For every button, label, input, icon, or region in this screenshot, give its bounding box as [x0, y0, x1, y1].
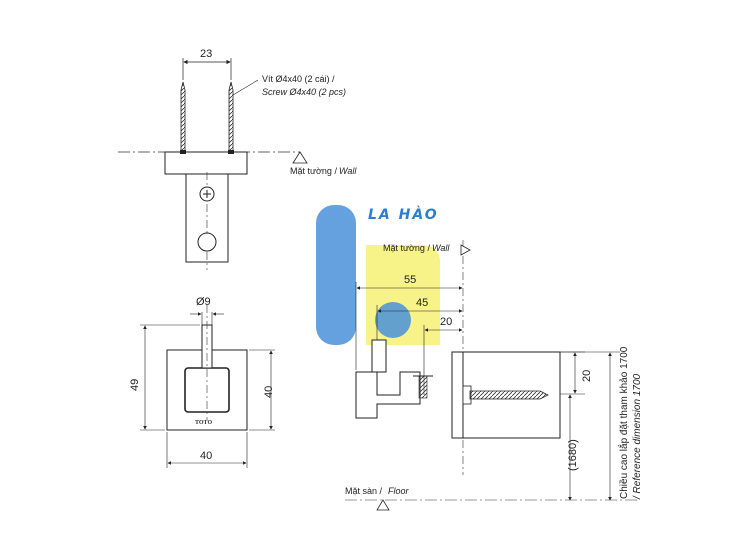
screw-label-vi: Vít Ø4x40 (2 cái) / — [262, 74, 335, 84]
front-stem — [201, 324, 213, 369]
watermark-logo: LA HÀO — [316, 205, 440, 345]
front-view: TOTO Ø9 49 40 40 — [129, 296, 275, 468]
dim-1680: (1680) — [567, 439, 579, 471]
side-view: Mặt tường / Wall 55 45 20 20 (1 — [345, 240, 643, 511]
wall-label-top-vi: Mặt tường / — [290, 166, 337, 176]
dim-40-vertical: 40 — [263, 386, 275, 398]
mount-plate-side — [451, 351, 464, 439]
dim-20-vertical: 20 — [581, 370, 593, 382]
wall-screw-icon — [469, 390, 549, 400]
dim-49: 49 — [129, 379, 141, 391]
hook-side-body — [355, 371, 421, 419]
dim-55: 55 — [404, 274, 416, 286]
dim-20-horizontal: 20 — [440, 316, 452, 328]
ref-label-en: / Reference dimension 1700 — [632, 373, 643, 500]
wall-label-side-vi: Mặt tường / — [383, 243, 430, 253]
set-screw-icon — [418, 375, 428, 399]
dim-45: 45 — [416, 297, 428, 309]
wall-marker-side-icon — [460, 244, 471, 256]
floor-label-en: Floor — [388, 486, 410, 496]
hook-side-arm — [371, 339, 387, 373]
brand-label: TOTO — [195, 420, 212, 426]
top-view: 23 Vít Ø4x40 (2 cái) / Screw Ø4x40 (2 pc… — [118, 48, 357, 270]
dim-diameter-9: Ø9 — [196, 296, 211, 308]
wall-marker-icon — [292, 151, 308, 164]
screw-left-icon — [180, 81, 186, 154]
watermark-blue-dot — [375, 302, 411, 338]
dim-40-horizontal: 40 — [200, 450, 212, 462]
screw-right-icon — [228, 81, 234, 154]
mount-base — [164, 151, 248, 175]
screw-leader — [232, 79, 259, 96]
dim-23: 23 — [200, 48, 212, 60]
watermark-text: LA HÀO — [368, 206, 439, 223]
screw-label-en: Screw Ø4x40 (2 pcs) — [262, 87, 346, 97]
wall-label-top-en: Wall — [339, 166, 357, 176]
wall-label-side-en: Wall — [432, 243, 450, 253]
floor-marker-icon — [376, 499, 390, 511]
ref-label-vi: Chiều cao lắp đặt tham khảo 1700 — [617, 346, 630, 499]
floor-label-vi: Mặt sàn / — [345, 486, 383, 496]
watermark-blue-bar — [316, 205, 356, 345]
round-hole — [197, 232, 217, 252]
